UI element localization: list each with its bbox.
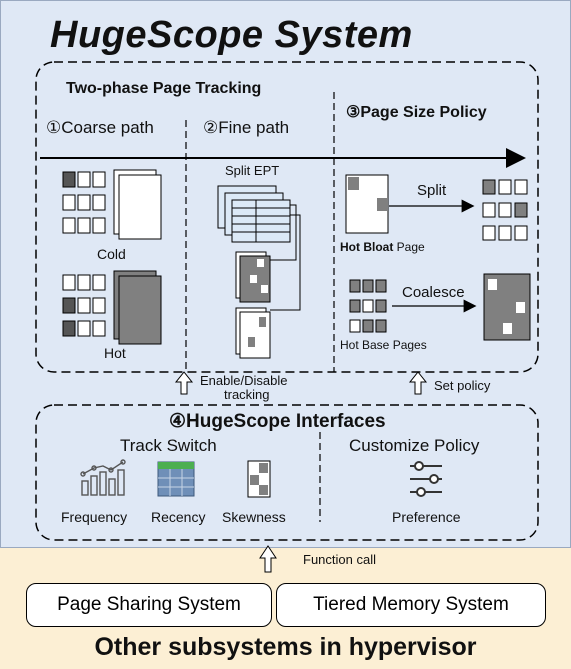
recency-label: Recency <box>151 509 206 525</box>
customize-policy-label: Customize Policy <box>349 436 480 455</box>
hot-bloat-page-label: Hot Bloat Page <box>340 240 425 254</box>
coalesce-label: Coalesce <box>402 284 465 301</box>
other-subsystems-label: Other subsystems in hypervisor <box>94 633 477 661</box>
hot-base-pages-grid-policy <box>349 279 387 333</box>
hot-huge-page-stack <box>113 270 162 345</box>
skewness-label: Skewness <box>222 509 286 525</box>
set-policy-label: Set policy <box>434 378 491 393</box>
fine-page-cold <box>235 307 271 359</box>
split-ept-table-stack <box>217 185 291 243</box>
enable-disable-label: Enable/Disable <box>200 373 288 388</box>
policy-title: ③Page Size Policy <box>346 104 487 121</box>
recency-icon <box>157 461 195 497</box>
system-title: HugeScope System <box>50 14 413 56</box>
hot-bloat-bold: Hot Bloat <box>340 240 394 254</box>
cold-base-pages-grid <box>62 171 106 234</box>
interfaces-dashed-box <box>35 404 539 541</box>
track-switch-label: Track Switch <box>120 436 217 455</box>
coarse-path-label: ①Coarse path <box>46 118 154 137</box>
fine-path-label: ②Fine path <box>203 118 290 137</box>
tracking-label: tracking <box>224 387 270 402</box>
hot-bloat-rest: Page <box>393 240 425 254</box>
hugescope-system-panel <box>0 0 571 548</box>
skewness-icon <box>247 460 271 498</box>
preference-icon <box>410 461 442 497</box>
split-label: Split <box>417 182 447 199</box>
hot-base-pages-label: Hot Base Pages <box>340 338 427 352</box>
set-policy-up-arrow <box>408 371 428 395</box>
function-call-label: Function call <box>303 552 376 567</box>
hot-bloat-page-icon <box>345 174 389 234</box>
tiered-memory-system-box: Tiered Memory System <box>276 583 546 627</box>
fine-page-hot <box>235 251 271 303</box>
preference-label: Preference <box>392 509 461 525</box>
interfaces-title: ④HugeScope Interfaces <box>169 411 386 432</box>
cold-huge-page-stack <box>113 169 162 240</box>
frequency-label: Frequency <box>61 509 128 525</box>
split-ept-label: Split EPT <box>225 163 280 178</box>
enable-disable-up-arrow <box>174 371 194 395</box>
page-sharing-system-box: Page Sharing System <box>26 583 272 627</box>
split-result-grid <box>482 179 528 241</box>
hot-base-pages-grid <box>62 274 106 337</box>
tracking-policy-dashed-box <box>35 61 539 373</box>
frequency-icon <box>80 459 126 496</box>
cold-label: Cold <box>97 246 126 262</box>
hot-label: Hot <box>104 345 126 361</box>
function-call-up-arrow <box>259 545 277 573</box>
coalesced-huge-page <box>483 273 531 341</box>
split-ept-connectors <box>266 204 301 311</box>
tracking-title: Two-phase Page Tracking <box>66 80 262 97</box>
